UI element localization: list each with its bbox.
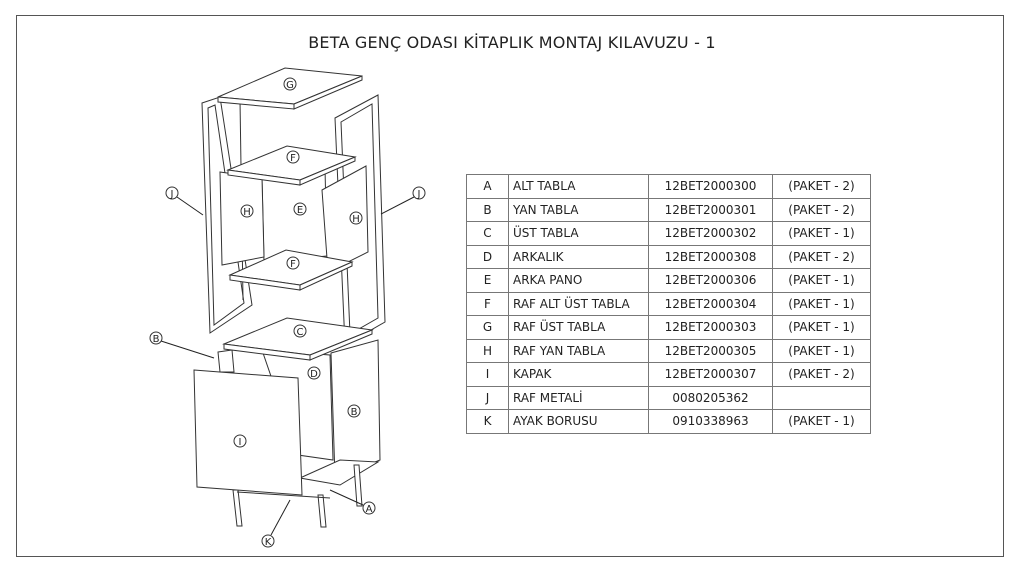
callout-e: E [297, 205, 303, 216]
part-package: (PAKET - 1) [772, 291, 871, 316]
part-letter: D [466, 244, 509, 269]
callout-h-left: H [243, 207, 251, 218]
part-package: (PAKET - 1) [772, 268, 871, 293]
part-package: (PAKET - 1) [772, 315, 871, 340]
part-name: ÜST TABLA [508, 221, 649, 246]
part-letter: I [466, 362, 509, 387]
leader-lines [160, 196, 415, 536]
part-code: 12BET2000301 [648, 197, 773, 222]
part-name: AYAK BORUSU [508, 409, 649, 434]
callout-f-lower: F [290, 259, 296, 270]
part-letter: H [466, 338, 509, 363]
callout-b-left: B [153, 334, 160, 345]
part-letter: A [466, 174, 509, 199]
part-name: ARKA PANO [508, 268, 649, 293]
callout-a: A [366, 504, 373, 515]
part-name: ALT TABLA [508, 174, 649, 199]
part-letter: C [466, 221, 509, 246]
part-name: YAN TABLA [508, 197, 649, 222]
part-package: (PAKET - 2) [772, 174, 871, 199]
part-package: (PAKET - 1) [772, 221, 871, 246]
callout-b-right: B [351, 407, 358, 418]
part-letter: B [466, 197, 509, 222]
callouts [149, 77, 426, 548]
part-package: (PAKET - 2) [772, 244, 871, 269]
part-letter: E [466, 268, 509, 293]
panel-h-right [321, 165, 369, 273]
callout-d: D [310, 369, 318, 380]
part-name: RAF METALİ [508, 385, 649, 410]
part-code: 12BET2000303 [648, 315, 773, 340]
page-title: BETA GENÇ ODASI KİTAPLIK MONTAJ KILAVUZU… [308, 33, 716, 52]
part-package: (PAKET - 2) [772, 197, 871, 222]
part-code: 0080205362 [648, 385, 773, 410]
callout-k: K [265, 537, 272, 548]
callout-h-right: H [352, 214, 360, 225]
part-code: 12BET2000307 [648, 362, 773, 387]
callout-c: C [297, 327, 304, 338]
part-code: 12BET2000308 [648, 244, 773, 269]
part-name: RAF YAN TABLA [508, 338, 649, 363]
part-package: (PAKET - 2) [772, 362, 871, 387]
callout-i: I [239, 437, 242, 448]
callout-j-right: J [417, 189, 421, 200]
part-letter: G [466, 315, 509, 340]
part-code: 0910338963 [648, 409, 773, 434]
part-letter: K [466, 409, 509, 434]
callout-g: G [286, 80, 294, 91]
part-letter: J [466, 385, 509, 410]
door-i [193, 369, 303, 496]
drawing-border [16, 15, 1004, 557]
callout-j-left: J [170, 189, 174, 200]
panel-h-left [219, 171, 265, 266]
legs [232, 464, 363, 528]
part-code: 12BET2000305 [648, 338, 773, 363]
part-code: 12BET2000306 [648, 268, 773, 293]
part-code: 12BET2000300 [648, 174, 773, 199]
panel-b-left [217, 349, 235, 373]
part-code: 12BET2000302 [648, 221, 773, 246]
part-letter: F [466, 291, 509, 316]
part-package: (PAKET - 1) [772, 338, 871, 363]
part-name: RAF ALT ÜST TABLA [508, 291, 649, 316]
part-package [772, 385, 871, 410]
part-name: ARKALIK [508, 244, 649, 269]
part-name: KAPAK [508, 362, 649, 387]
part-name: RAF ÜST TABLA [508, 315, 649, 340]
part-code: 12BET2000304 [648, 291, 773, 316]
part-package: (PAKET - 1) [772, 409, 871, 434]
callout-f-upper: F [290, 153, 296, 164]
board-f-lower [228, 249, 354, 291]
board-a [298, 459, 380, 486]
